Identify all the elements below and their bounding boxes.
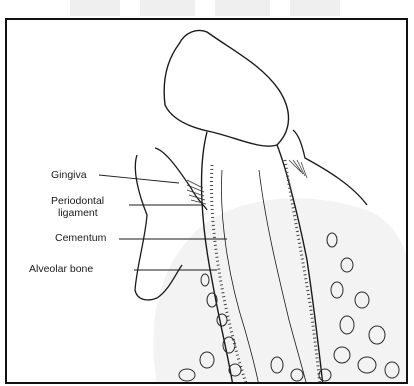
label-periodontal-ligament-line1: Periodontal <box>51 196 104 207</box>
label-periodontal-ligament-line2: ligament <box>58 208 98 219</box>
left-gingiva-tip <box>155 148 207 210</box>
right-gingiva <box>293 130 367 205</box>
label-cementum: Cementum <box>55 233 106 244</box>
jaw-outline <box>153 198 408 384</box>
watermark-block <box>70 0 120 16</box>
watermark-block <box>215 0 270 16</box>
label-gingiva: Gingiva <box>51 170 87 181</box>
label-alveolar-bone: Alveolar bone <box>29 264 93 275</box>
watermark-block <box>290 0 340 16</box>
fibre-tuft-right <box>289 160 307 178</box>
diagram-panel: Gingiva Periodontal ligament Cementum Al… <box>5 18 408 384</box>
watermark-block <box>140 0 195 16</box>
fibre-tuft-left <box>187 180 206 204</box>
tooth-crown <box>164 31 288 147</box>
